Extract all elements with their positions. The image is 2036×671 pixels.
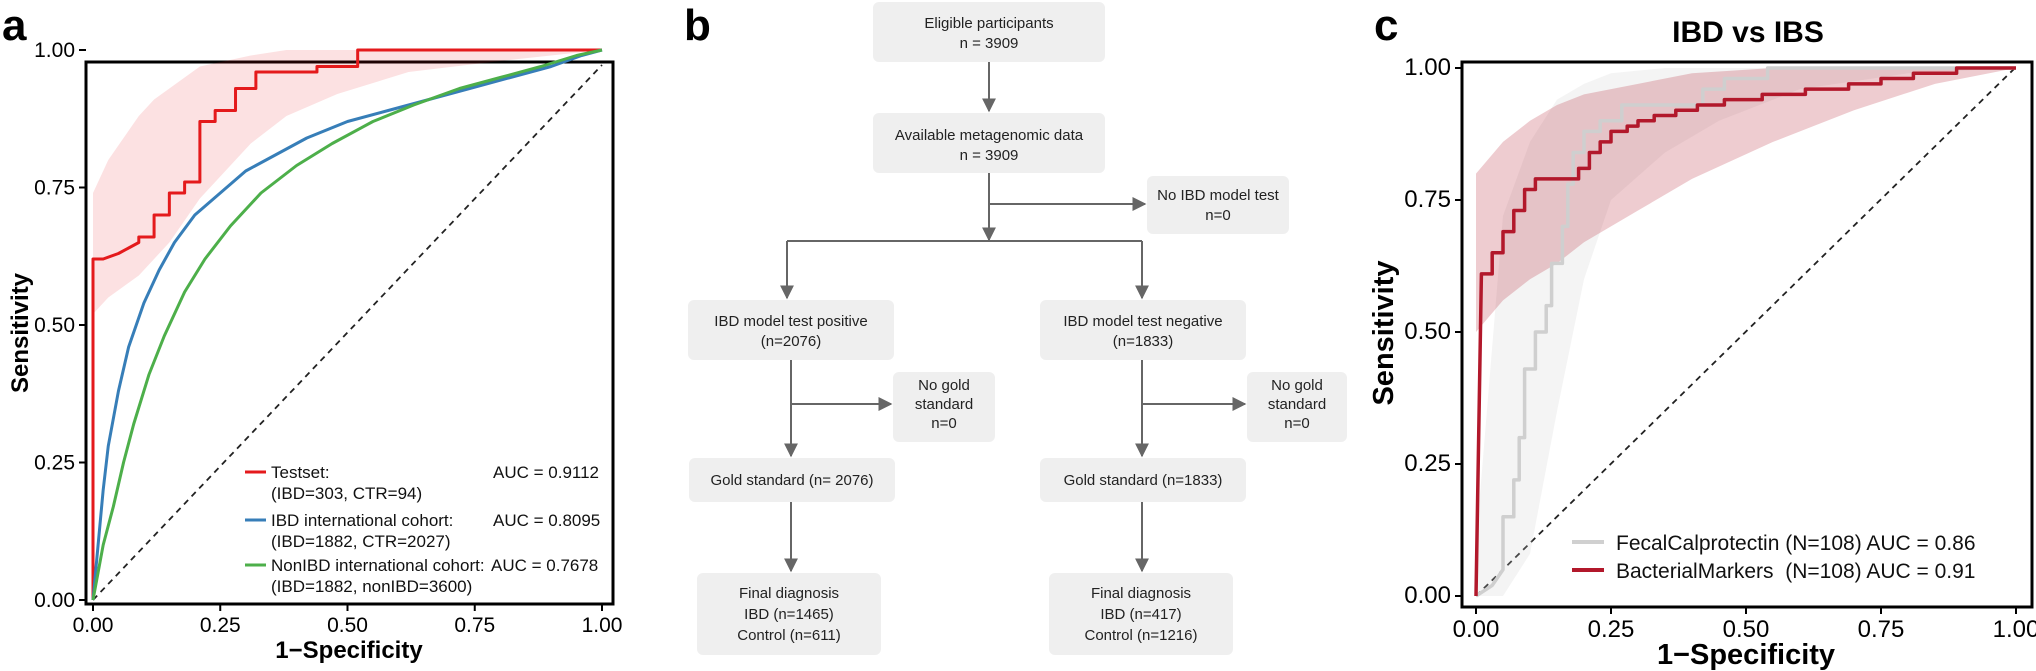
box-eligible: Eligible participants n = 3909 [873,2,1105,62]
box-negative-title: IBD model test negative [1063,313,1222,330]
x-tick-label: 0.25 [200,614,241,637]
flow-connectors [780,62,1247,573]
y-tick-label: 0.00 [1404,582,1451,609]
y-tick-label: 0.75 [1404,186,1451,213]
y-tick-label: 1.00 [34,39,75,62]
box-final-right-ibd: IBD (n=417) [1100,606,1181,623]
legend-testset-auc: AUC = 0.9112 [493,463,599,482]
box-gold-left-title: Gold standard (n= 2076) [710,472,873,489]
legend-a: Testset: (IBD=303, CTR=94) AUC = 0.9112 … [245,463,600,596]
roc-line-nonibd [91,48,603,601]
chart-title-c: IBD vs IBS [1672,16,1824,49]
box-no-gold-right-l2: standard [1268,396,1326,413]
box-eligible-count: n = 3909 [960,35,1019,52]
box-no-gold-right: No gold standard n=0 [1247,372,1347,442]
roc-line-bacterial [1474,66,2016,597]
box-negative-count: (n=1833) [1113,333,1173,350]
roc-chart-a: 0.00 0.25 0.50 0.75 1.00 0.00 0.25 0.50 0.75 1.00… [7,39,622,664]
box-available-count: n = 3909 [960,147,1019,164]
box-positive-count: (n=2076) [761,333,821,350]
box-eligible-title: Eligible participants [924,15,1053,32]
box-gold-left: Gold standard (n= 2076) [689,458,895,502]
legend-ibd-label: IBD international cohort: [271,511,453,530]
box-no-test: No IBD model test n=0 [1147,176,1289,234]
box-final-left-title: Final diagnosis [739,585,839,602]
legend-nonibd-label: NonIBD international cohort: [271,556,485,575]
legend-bacterial-label: BacterialMarkers (N=108) AUC = 0.91 [1616,560,1975,583]
flowchart: Eligible participants n = 3909 Available… [688,2,1347,655]
box-final-left: Final diagnosis IBD (n=1465) Control (n=… [697,573,881,655]
box-final-right: Final diagnosis IBD (n=417) Control (n=1… [1049,573,1233,655]
box-test-positive: IBD model test positive (n=2076) [688,300,894,360]
legend-nonibd-auc: AUC = 0.7678 [491,556,598,575]
box-gold-right-title: Gold standard (n=1833) [1064,472,1223,489]
y-axis-label-c: Sensitivity [1368,260,1400,405]
y-tick-label: 0.50 [1404,318,1451,345]
legend-c: FecalCalprotectin (N=108) AUC = 0.86 Bac… [1572,532,1976,583]
roc-chart-c: IBD vs IBS 0.00 0.25 0.50 0.75 1.00 0.00 0.25 0… [1368,16,2036,671]
legend-fecal-label: FecalCalprotectin (N=108) AUC = 0.86 [1616,532,1976,555]
box-final-right-control: Control (n=1216) [1085,627,1198,644]
box-positive-title: IBD model test positive [714,313,867,330]
box-final-left-control: Control (n=611) [737,627,841,644]
ci-band-testset [93,50,602,314]
box-available: Available metagenomic data n = 3909 [873,113,1105,173]
x-axis-label-a: 1−Specificity [275,637,423,664]
roc-line-testset [91,48,602,600]
y-tick-label: 1.00 [1404,54,1451,81]
legend-nonibd-counts: (IBD=1882, nonIBD=3600) [271,577,472,596]
legend-ibd-counts: (IBD=1882, CTR=2027) [271,532,451,551]
box-available-title: Available metagenomic data [895,127,1084,144]
x-axis-label-c: 1−Specificity [1657,639,1835,671]
box-final-right-title: Final diagnosis [1091,585,1191,602]
diagonal-reference-c [1475,66,2017,597]
legend-testset-counts: (IBD=303, CTR=94) [271,484,422,503]
ci-band-fecal [1476,68,2016,596]
box-final-left-ibd: IBD (n=1465) [744,606,834,623]
legend-ibd-auc: AUC = 0.8095 [493,511,600,530]
roc-line-fecal [1475,66,2016,598]
y-tick-label: 0.25 [1404,450,1451,477]
x-tick-label: 0.25 [1588,616,1635,643]
plot-frame-a [84,60,615,606]
y-tick-label: 0.75 [34,177,75,200]
box-test-negative: IBD model test negative (n=1833) [1040,300,1246,360]
y-tick-label: 0.25 [34,452,75,475]
box-no-test-count: n=0 [1205,207,1230,224]
diagonal-reference-a [92,64,603,601]
box-no-gold-left-l2: standard [915,396,973,413]
legend-testset-label: Testset: [271,463,330,482]
x-tick-label: 1.00 [582,614,623,637]
y-axis-label-a: Sensitivity [7,272,34,393]
x-tick-label: 1.00 [1993,616,2036,643]
x-tick-label: 0.00 [1453,616,1500,643]
roc-line-ibd [91,48,603,601]
box-no-test-title: No IBD model test [1157,187,1280,204]
x-tick-label: 0.00 [73,614,114,637]
box-no-gold-left: No gold standard n=0 [893,372,995,442]
panel-letter-a: a [2,1,27,50]
box-no-gold-left-l3: n=0 [931,415,956,432]
y-tick-label: 0.50 [34,314,75,337]
box-no-gold-right-l3: n=0 [1284,415,1309,432]
panel-letter-c: c [1374,1,1398,50]
box-gold-right: Gold standard (n=1833) [1040,458,1246,502]
x-tick-label: 0.75 [454,614,495,637]
panel-letter-b: b [684,1,711,50]
x-tick-label: 0.75 [1858,616,1905,643]
box-no-gold-right-l1: No gold [1271,377,1323,394]
box-no-gold-left-l1: No gold [918,377,970,394]
x-tick-label: 0.50 [327,614,368,637]
x-tick-label: 0.50 [1723,616,1770,643]
y-tick-label: 0.00 [34,589,75,612]
